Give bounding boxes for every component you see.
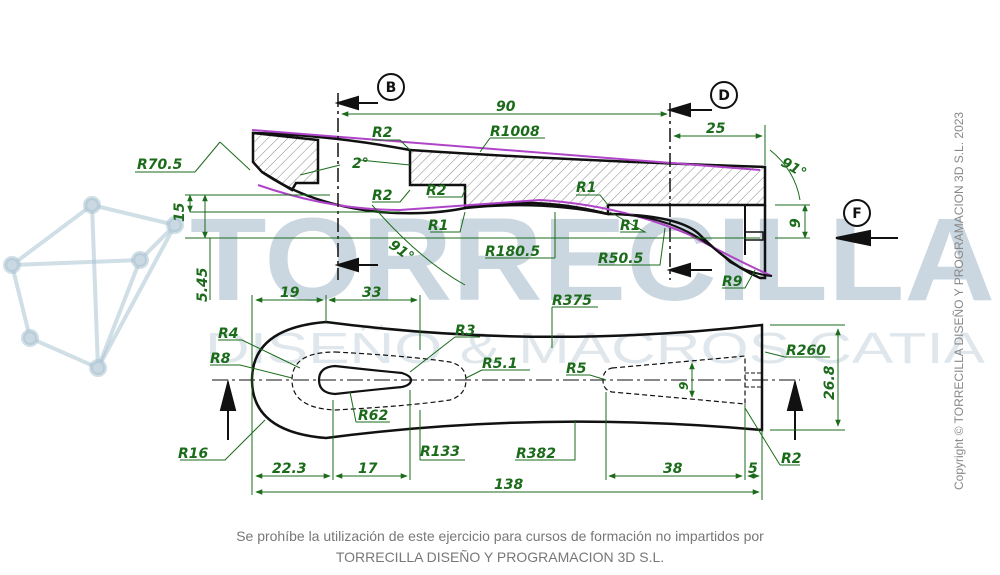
section-label-f: F [843,199,871,227]
label-dim-90: 90 [496,99,516,115]
section-label-d: D [710,81,738,109]
watermark-logo [3,196,184,377]
label-angle-2: 2° [352,156,369,172]
svg-text:B: B [386,80,397,96]
label-dim-138: 138 [494,477,523,493]
label-r5: R5 [566,361,587,377]
label-r1-left: R1 [428,218,449,234]
label-dim-22-3: 22.3 [272,461,307,477]
label-dim-17: 17 [358,461,378,477]
label-r1008: R1008 [490,124,540,140]
label-dim-33: 33 [362,285,381,301]
label-r2-left: R2 [372,188,393,204]
label-angle-91-right: 91° [778,155,809,182]
label-dim-5: 5 [748,461,758,477]
top-slot [317,364,413,396]
label-r180-5: R180.5 [485,244,540,260]
label-dim-5-45: 5.45 [195,267,211,302]
label-dim-9-top: 9 [677,382,691,390]
label-dim-26-8: 26.8 [822,365,838,400]
svg-text:F: F [852,206,862,222]
label-r133: R133 [420,444,460,460]
label-dim-25: 25 [706,121,726,137]
label-dim-9-front: 9 [788,218,804,228]
label-r2-top: R2 [781,451,802,467]
label-r375: R375 [552,293,592,309]
footer-line-2: TORRECILLA DISEÑO Y PROGRAMACION 3D S.L. [335,549,665,565]
top-view-labels: R4 R8 R3 R5.1 R5 R62 R133 R382 R375 R260… [178,285,838,493]
svg-text:D: D [718,88,730,104]
watermark-title: TORRECILLA [190,194,995,326]
watermark-subtitle: DISEÑO & MACROS CATIA [205,323,986,373]
front-view-labels: R70.5 R2 R1008 2° R2 R2 R1 R1 R1 R180.5 … [137,99,809,302]
label-r4: R4 [218,326,239,342]
label-r1-top: R1 [576,180,597,196]
label-r9: R9 [722,274,743,290]
label-r1-right: R1 [620,218,641,234]
label-r8: R8 [210,351,231,367]
label-r50-5: R50.5 [598,251,644,267]
label-r16: R16 [178,446,209,462]
footer-line-1: Se prohíbe la utilización de este ejerci… [236,528,764,544]
label-dim-38: 38 [663,461,683,477]
top-dimension-lines [180,295,845,500]
construction-curve-top [251,129,761,171]
section-markers [219,93,898,440]
label-r2-mid: R2 [426,183,447,199]
label-dim-19: 19 [280,285,300,301]
front-dimension-lines [135,111,810,300]
section-label-b: B [377,73,405,101]
section-left-block [251,131,320,192]
label-r2-top: R2 [372,125,393,141]
label-r382: R382 [516,446,556,462]
label-r3: R3 [455,323,476,339]
label-r62: R62 [358,408,388,424]
label-r260: R260 [786,343,826,359]
label-r70-5: R70.5 [137,157,183,173]
label-r5-1: R5.1 [482,356,518,372]
section-main-body [408,148,767,216]
label-dim-15: 15 [172,202,188,222]
copyright-notice: Copyright © TORRECILLA DISEÑO Y PROGRAMA… [952,111,966,490]
